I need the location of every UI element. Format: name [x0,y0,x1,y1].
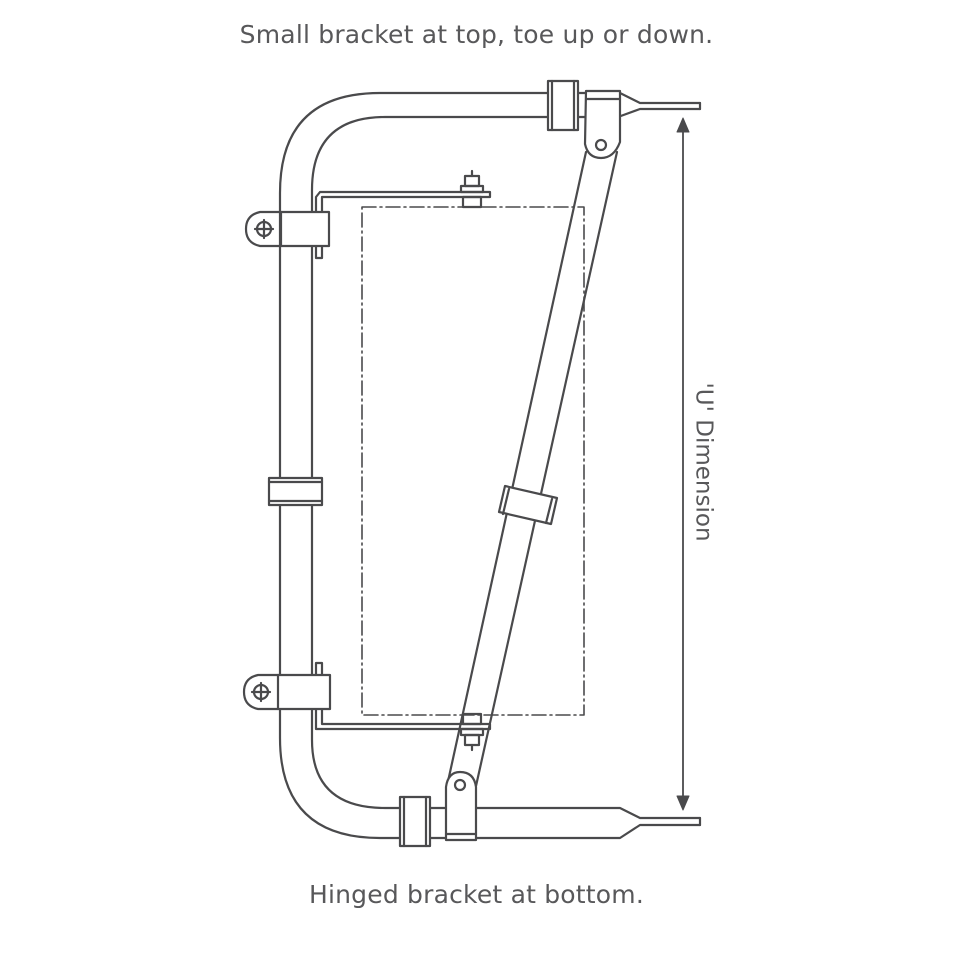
u-dimension-label: 'U' Dimension [691,382,717,541]
middle-collar [267,476,324,507]
top-caption: Small bracket at top, toe up or down. [239,20,714,49]
top-hinge-lug [583,89,622,160]
diagonal-strut [445,150,619,788]
top-collar [546,79,580,132]
sign-panel-outline [361,206,585,716]
bottom-hinge-lug [444,770,478,842]
top-small-bracket [244,169,492,260]
bottom-collar [398,795,432,848]
bottom-caption: Hinged bracket at bottom. [308,880,645,909]
u-dimension-line [676,117,690,811]
